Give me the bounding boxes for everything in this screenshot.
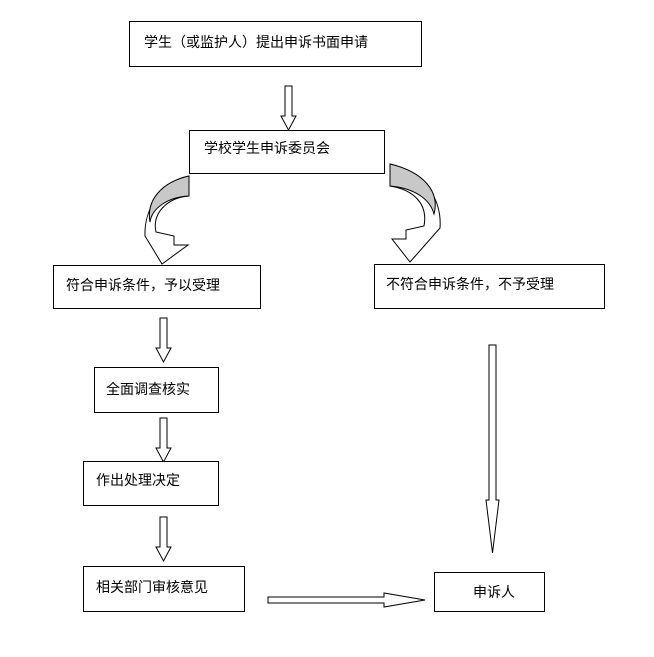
node-accept: 符合申诉条件，予以受理: [53, 265, 261, 309]
node-submit-application: 学生（或监护人）提出申诉书面申请: [129, 21, 422, 67]
node-review-label: 相关部门审核意见: [96, 580, 208, 596]
node-appellant-label: 申诉人: [473, 585, 515, 601]
arrow-submit-to-committee: [280, 85, 297, 132]
curved-arrow-left: [144, 175, 190, 265]
node-appeal-committee: 学校学生申诉委员会: [189, 130, 385, 174]
arrow-decide-to-review: [155, 516, 172, 563]
curved-arrow-right: [389, 163, 441, 263]
node-decide-label: 作出处理决定: [96, 473, 180, 489]
node-decide: 作出处理决定: [83, 461, 219, 506]
node-committee-label: 学校学生申诉委员会: [204, 141, 330, 157]
node-review: 相关部门审核意见: [83, 566, 245, 612]
arrow-reject-to-appellant: [485, 344, 500, 554]
arrow-investigate-to-decide: [155, 417, 172, 464]
node-reject: 不符合申诉条件，不予受理: [374, 264, 605, 309]
node-investigate: 全面调查核实: [94, 367, 219, 413]
arrow-accept-to-investigate: [155, 317, 172, 364]
arrow-review-to-appellant: [267, 592, 426, 608]
node-accept-label: 符合申诉条件，予以受理: [66, 278, 220, 294]
node-appellant: 申诉人: [434, 572, 545, 612]
node-reject-label: 不符合申诉条件，不予受理: [386, 277, 554, 293]
node-submit-label: 学生（或监护人）提出申诉书面申请: [144, 35, 368, 51]
node-investigate-label: 全面调查核实: [106, 382, 190, 398]
